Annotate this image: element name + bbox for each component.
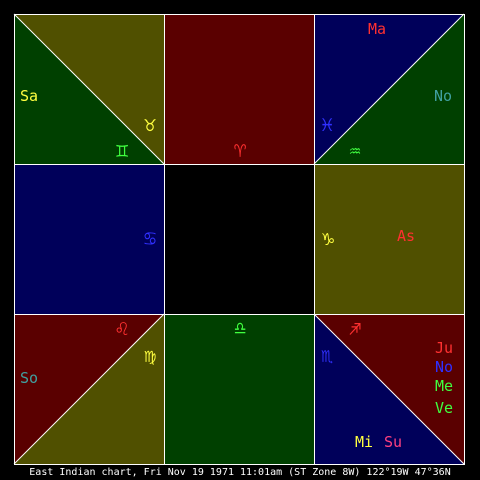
- pisces-icon: ♓: [321, 112, 333, 136]
- chart-center: [164, 164, 314, 314]
- planet-mars: Ma: [368, 20, 386, 38]
- planet-venus: Ve: [435, 399, 453, 417]
- planet-mercury: Me: [435, 377, 453, 395]
- taurus-icon: ♉: [144, 112, 156, 136]
- sagittarius-icon: ♐: [349, 316, 361, 340]
- planet-mi: Mi: [355, 433, 373, 451]
- planet-saturn: Sa: [20, 87, 38, 105]
- leo-icon: ♌: [116, 316, 128, 340]
- planet-sun: Su: [384, 433, 402, 451]
- gemini-icon: ♊: [116, 138, 128, 162]
- house-middle-left: [14, 164, 164, 314]
- planet-jupiter: Ju: [435, 339, 453, 357]
- chart-caption: East Indian chart, Fri Nov 19 1971 11:01…: [29, 467, 451, 478]
- aries-icon: ♈: [234, 138, 246, 162]
- chart-grid: [13, 13, 465, 465]
- libra-icon: ♎: [234, 316, 246, 340]
- virgo-icon: ♍: [144, 343, 156, 367]
- planet-north-node-2: No: [435, 358, 453, 376]
- capricorn-icon: ♑: [322, 226, 334, 250]
- planet-ascendant: As: [397, 227, 415, 245]
- aquarius-icon: ♒: [349, 138, 361, 162]
- house-bottom-center: [164, 314, 314, 464]
- scorpio-icon: ♏: [321, 343, 333, 367]
- house-top-center: [164, 14, 314, 164]
- house-middle-right: [314, 164, 464, 314]
- planet-north-node: No: [434, 87, 452, 105]
- cancer-icon: ♋: [144, 226, 156, 250]
- planet-south-node: So: [20, 369, 38, 387]
